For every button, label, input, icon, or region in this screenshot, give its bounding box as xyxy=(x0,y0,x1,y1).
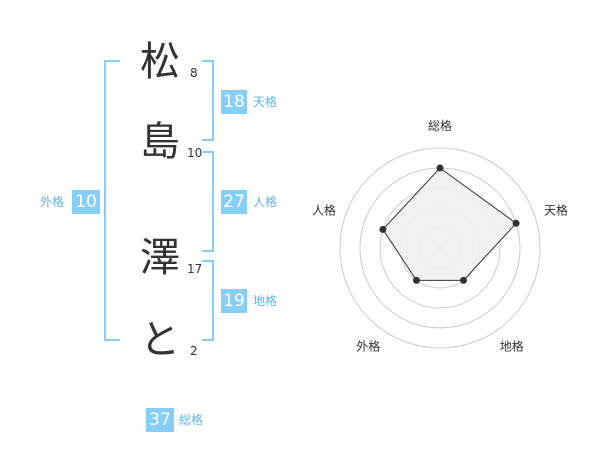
tenkaku-label: 天格 xyxy=(253,95,278,109)
chikaku-value: 19 xyxy=(221,289,247,313)
jinkaku-label: 人格 xyxy=(253,195,278,209)
gaikaku-bracket xyxy=(104,60,120,341)
radar-point xyxy=(379,225,387,233)
radar-ring xyxy=(339,147,541,349)
stroke-count-4: 2 xyxy=(190,344,198,358)
tenkaku-bracket xyxy=(202,60,214,141)
chikaku-label: 地格 xyxy=(253,294,278,308)
radar-point xyxy=(436,164,444,172)
radar-axis-label: 総格 xyxy=(428,118,452,133)
radar-point xyxy=(512,219,520,227)
gaikaku-value: 10 xyxy=(72,190,100,214)
radar-point xyxy=(460,276,468,284)
gaikaku-label: 外格 xyxy=(40,195,65,209)
jinkaku-bracket xyxy=(202,151,214,252)
soukaku-label: 総格 xyxy=(179,413,204,427)
tenkaku-value: 18 xyxy=(221,90,247,114)
radar-axis-label: 人格 xyxy=(312,202,336,217)
radar-axis-label: 天格 xyxy=(544,202,568,217)
radar-point xyxy=(412,276,420,284)
name-char-1: 松 xyxy=(140,39,180,85)
name-char-2: 島 xyxy=(140,119,180,165)
radar-axis-label: 外格 xyxy=(356,339,380,354)
jinkaku-value: 27 xyxy=(221,190,247,214)
name-char-4: と xyxy=(140,317,180,363)
chikaku-bracket xyxy=(202,260,214,341)
radar-polygon xyxy=(382,167,517,281)
name-char-3: 澤 xyxy=(140,235,180,281)
stroke-count-1: 8 xyxy=(190,66,198,80)
stroke-count-3: 17 xyxy=(187,262,203,276)
stroke-count-2: 10 xyxy=(187,146,203,160)
soukaku-value: 37 xyxy=(146,408,174,432)
radar-axis-label: 地格 xyxy=(500,339,524,354)
